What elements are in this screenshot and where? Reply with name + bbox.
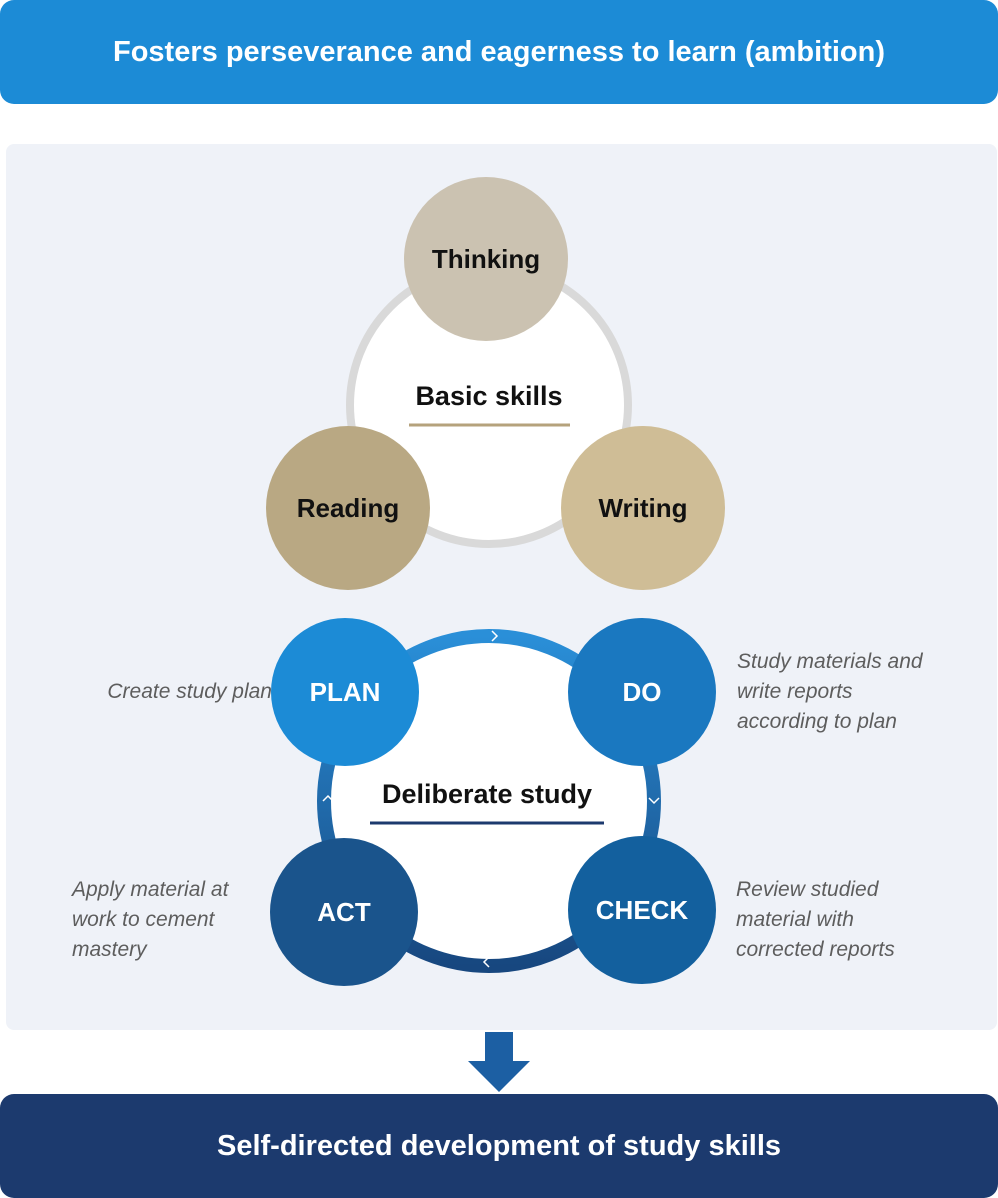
deliberate-study-label: Deliberate study bbox=[381, 779, 593, 809]
check-label: CHECK bbox=[595, 894, 689, 925]
basic-skills-label: Basic skills bbox=[415, 381, 563, 411]
writing-node: Writing bbox=[561, 426, 725, 590]
check-node: CHECK bbox=[568, 836, 716, 984]
do-description: Study materials and write reports accord… bbox=[737, 650, 923, 733]
act-description: Apply material at work to cement mastery bbox=[72, 878, 229, 961]
top-banner-title: Fosters perseverance and eagerness to le… bbox=[113, 35, 885, 68]
do-label: DO bbox=[622, 676, 662, 707]
top-banner: Fosters perseverance and eagerness to le… bbox=[0, 0, 998, 104]
thinking-label: Thinking bbox=[431, 243, 541, 274]
cycle-arrow-icon bbox=[491, 630, 499, 642]
bottom-banner-title: Self-directed development of study skill… bbox=[216, 1129, 782, 1162]
act-node: ACT bbox=[270, 838, 418, 986]
writing-label: Writing bbox=[598, 492, 688, 523]
thinking-node: Thinking bbox=[404, 177, 568, 341]
cycle-arrow-icon bbox=[322, 794, 334, 802]
cycle-arrow-icon bbox=[482, 956, 490, 968]
arrow-down-icon bbox=[468, 1032, 530, 1092]
plan-label: PLAN bbox=[309, 676, 381, 707]
reading-label: Reading bbox=[296, 492, 400, 523]
cycle-arrow-icon bbox=[648, 797, 660, 805]
do-node: DO bbox=[568, 618, 716, 766]
check-description: Review studied material with corrected r… bbox=[736, 878, 895, 961]
bottom-banner: Self-directed development of study skill… bbox=[0, 1094, 998, 1198]
act-label: ACT bbox=[317, 896, 371, 927]
reading-node: Reading bbox=[266, 426, 430, 590]
cycle-arrow-icons bbox=[322, 630, 660, 968]
plan-description: Create study plan bbox=[107, 680, 272, 703]
plan-node: PLAN bbox=[271, 618, 419, 766]
